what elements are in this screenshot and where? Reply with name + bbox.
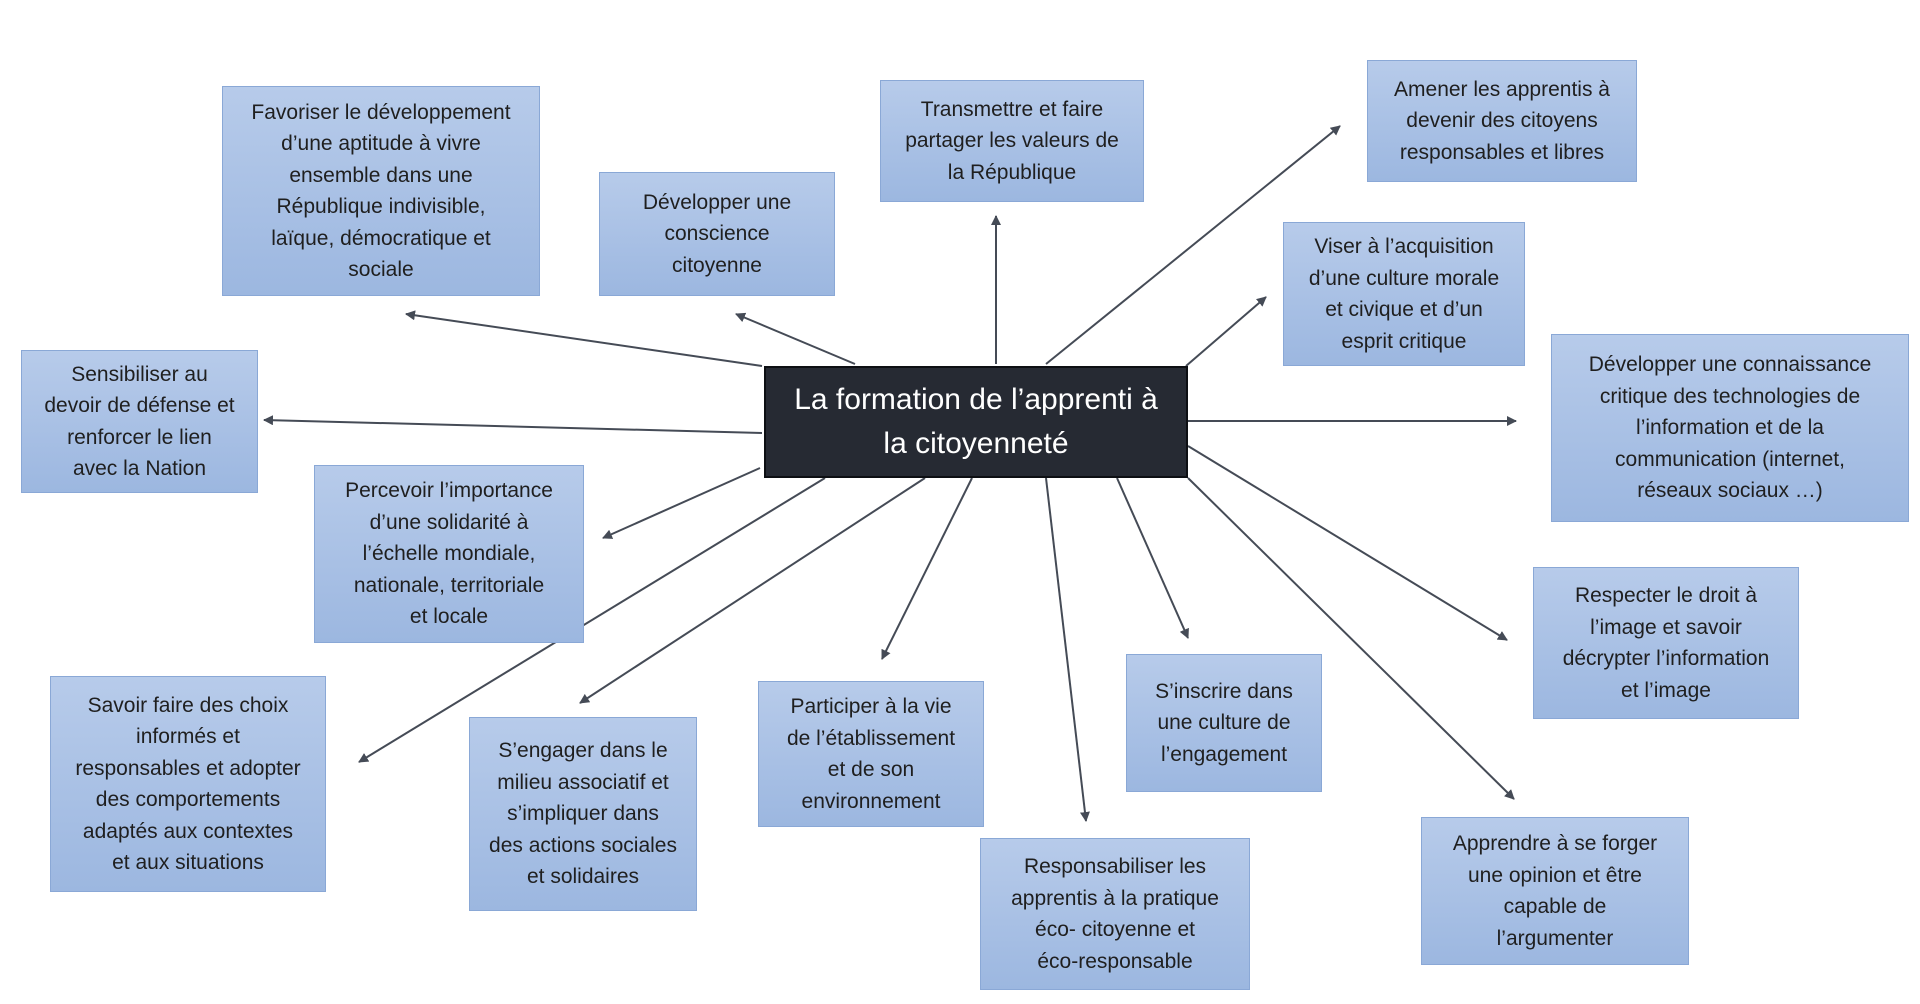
- node-choix-informes: Savoir faire des choix informés et respo…: [50, 676, 326, 892]
- arrow-to-eco-citoyenne: [1045, 477, 1090, 822]
- node-label: Amener les apprentis à devenir des citoy…: [1394, 77, 1610, 164]
- node-label: Viser à l’acquisition d’une culture mora…: [1308, 235, 1500, 353]
- arrow-to-culture-morale: [1185, 296, 1267, 367]
- arrow-to-vie-etablissement: [881, 477, 973, 660]
- node-vivre-ensemble: Favoriser le développement d’une aptitud…: [222, 86, 540, 296]
- node-technologies: Développer une connaissance critique des…: [1551, 334, 1909, 522]
- node-label: Percevoir l’importance d’une solidarité …: [345, 479, 553, 629]
- central-topic: La formation de l’apprenti à la citoyenn…: [764, 366, 1188, 478]
- node-label: Sensibiliser au devoir de défense et ren…: [44, 362, 235, 481]
- arrow-to-conscience-citoyenne: [735, 312, 856, 365]
- node-label: Développer une conscience citoyenne: [642, 190, 792, 277]
- node-citoyens-libres: Amener les apprentis à devenir des citoy…: [1367, 60, 1637, 182]
- arrow-to-solidarite: [602, 467, 761, 539]
- node-defense-nation: Sensibiliser au devoir de défense et ren…: [21, 350, 258, 493]
- node-valeurs-republique: Transmettre et faire partager les valeur…: [880, 80, 1144, 202]
- node-culture-engagement: S’inscrire dans une culture de l’engagem…: [1126, 654, 1322, 792]
- node-label: Respecter le droit à l’image et savoir d…: [1562, 584, 1770, 702]
- node-eco-citoyenne: Responsabiliser les apprentis à la prati…: [980, 838, 1250, 990]
- node-droit-image: Respecter le droit à l’image et savoir d…: [1533, 567, 1799, 719]
- node-label: Savoir faire des choix informés et respo…: [75, 693, 301, 875]
- node-solidarite: Percevoir l’importance d’une solidarité …: [314, 465, 584, 643]
- node-label: Apprendre à se forger une opinion et êtr…: [1452, 832, 1658, 950]
- arrow-to-droit-image: [1187, 445, 1508, 641]
- node-milieu-associatif: S’engager dans le milieu associatif et s…: [469, 717, 697, 911]
- arrow-to-milieu-associatif: [579, 477, 926, 704]
- node-label: Favoriser le développement d’une aptitud…: [251, 100, 511, 282]
- node-conscience-citoyenne: Développer une conscience citoyenne: [599, 172, 835, 296]
- node-vie-etablissement: Participer à la vie de l’établissement e…: [758, 681, 984, 827]
- node-label: S’engager dans le milieu associatif et s…: [489, 739, 677, 889]
- node-label: Responsabiliser les apprentis à la prati…: [1011, 855, 1219, 973]
- node-label: Participer à la vie de l’établissement e…: [786, 695, 956, 813]
- arrow-to-vivre-ensemble: [405, 310, 763, 367]
- node-label: S’inscrire dans une culture de l’engagem…: [1155, 679, 1293, 766]
- node-opinion: Apprendre à se forger une opinion et êtr…: [1421, 817, 1689, 965]
- arrow-to-defense-nation: [263, 415, 763, 434]
- node-culture-morale: Viser à l’acquisition d’une culture mora…: [1283, 222, 1525, 366]
- node-label: Développer une connaissance critique des…: [1588, 353, 1872, 503]
- arrow-to-culture-engagement: [1116, 477, 1189, 639]
- node-label: Transmettre et faire partager les valeur…: [905, 97, 1119, 184]
- central-topic-label: La formation de l’apprenti à la citoyenn…: [794, 383, 1158, 460]
